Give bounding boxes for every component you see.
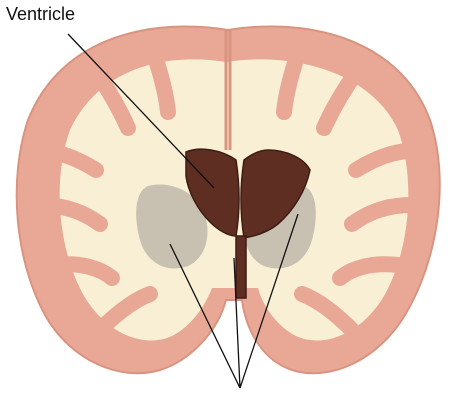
third-ventricle bbox=[236, 236, 246, 298]
ventricle-label: Ventricle bbox=[6, 4, 75, 25]
